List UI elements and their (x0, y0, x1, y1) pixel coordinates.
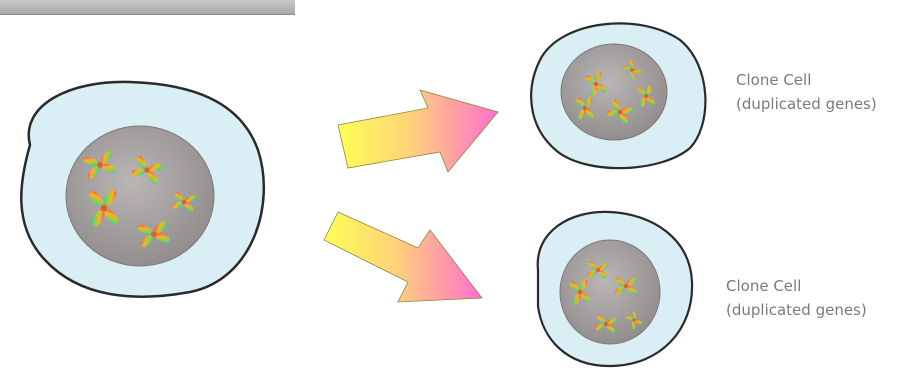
clone-cell-top (531, 23, 705, 168)
clone-top-nucleus (561, 44, 667, 140)
clone-cell-bottom (538, 212, 692, 366)
clone-cell-label-top: Clone Cell (duplicated genes) (736, 68, 877, 116)
clone-cell-label-bottom: Clone Cell (duplicated genes) (726, 274, 867, 322)
clone-cell-subtitle: (duplicated genes) (726, 298, 867, 322)
clone-cell-title: Clone Cell (726, 274, 867, 298)
arrow-to-clone-bottom (324, 212, 482, 302)
clone-cell-title: Clone Cell (736, 68, 877, 92)
arrow-to-clone-top (338, 90, 498, 172)
parent-cell (21, 82, 264, 297)
clone-cell-subtitle: (duplicated genes) (736, 92, 877, 116)
